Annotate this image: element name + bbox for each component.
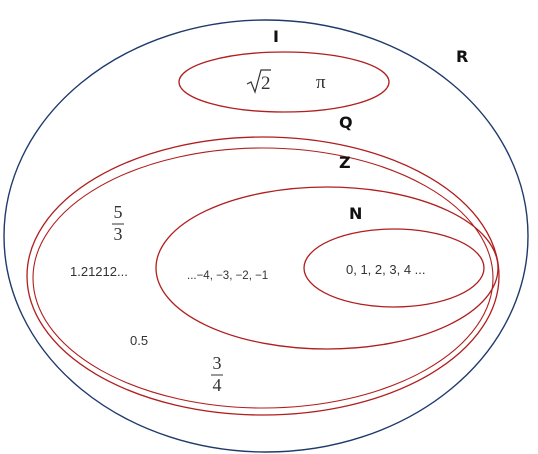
five-thirds-fraction: 5 3	[112, 202, 124, 244]
set-label-n: N	[349, 204, 362, 223]
sqrt-two-radicand: 2	[261, 73, 271, 94]
pi-element: π	[316, 72, 326, 93]
real-numbers-ellipse	[3, 19, 529, 453]
naturals-values-ellipse	[303, 228, 485, 308]
natural-numbers-element: 0, 1, 2, 3, 4 ...	[346, 262, 426, 277]
set-label-i: I	[273, 27, 279, 46]
five-thirds-denominator: 3	[114, 224, 123, 244]
repeating-decimal-element: 1.21212...	[70, 264, 128, 279]
negative-integers-element: ...−4, −3, −2, −1	[187, 270, 268, 282]
five-thirds-numerator: 5	[114, 202, 123, 222]
natural-numbers-ellipse	[155, 186, 499, 350]
set-label-z: Z	[339, 153, 351, 172]
integers-ellipse	[32, 147, 494, 409]
three-quarters-numerator: 3	[213, 353, 222, 373]
set-label-q: Q	[339, 113, 353, 132]
three-quarters-fraction: 3 4	[211, 353, 223, 395]
half-element: 0.5	[130, 333, 148, 348]
irrational-numbers-ellipse	[178, 51, 390, 113]
rational-numbers-ellipse	[26, 136, 500, 416]
three-quarters-denominator: 4	[213, 375, 222, 395]
radical-sign	[246, 69, 271, 94]
sqrt-two-element: 2	[246, 69, 271, 94]
set-label-r: R	[456, 47, 468, 66]
